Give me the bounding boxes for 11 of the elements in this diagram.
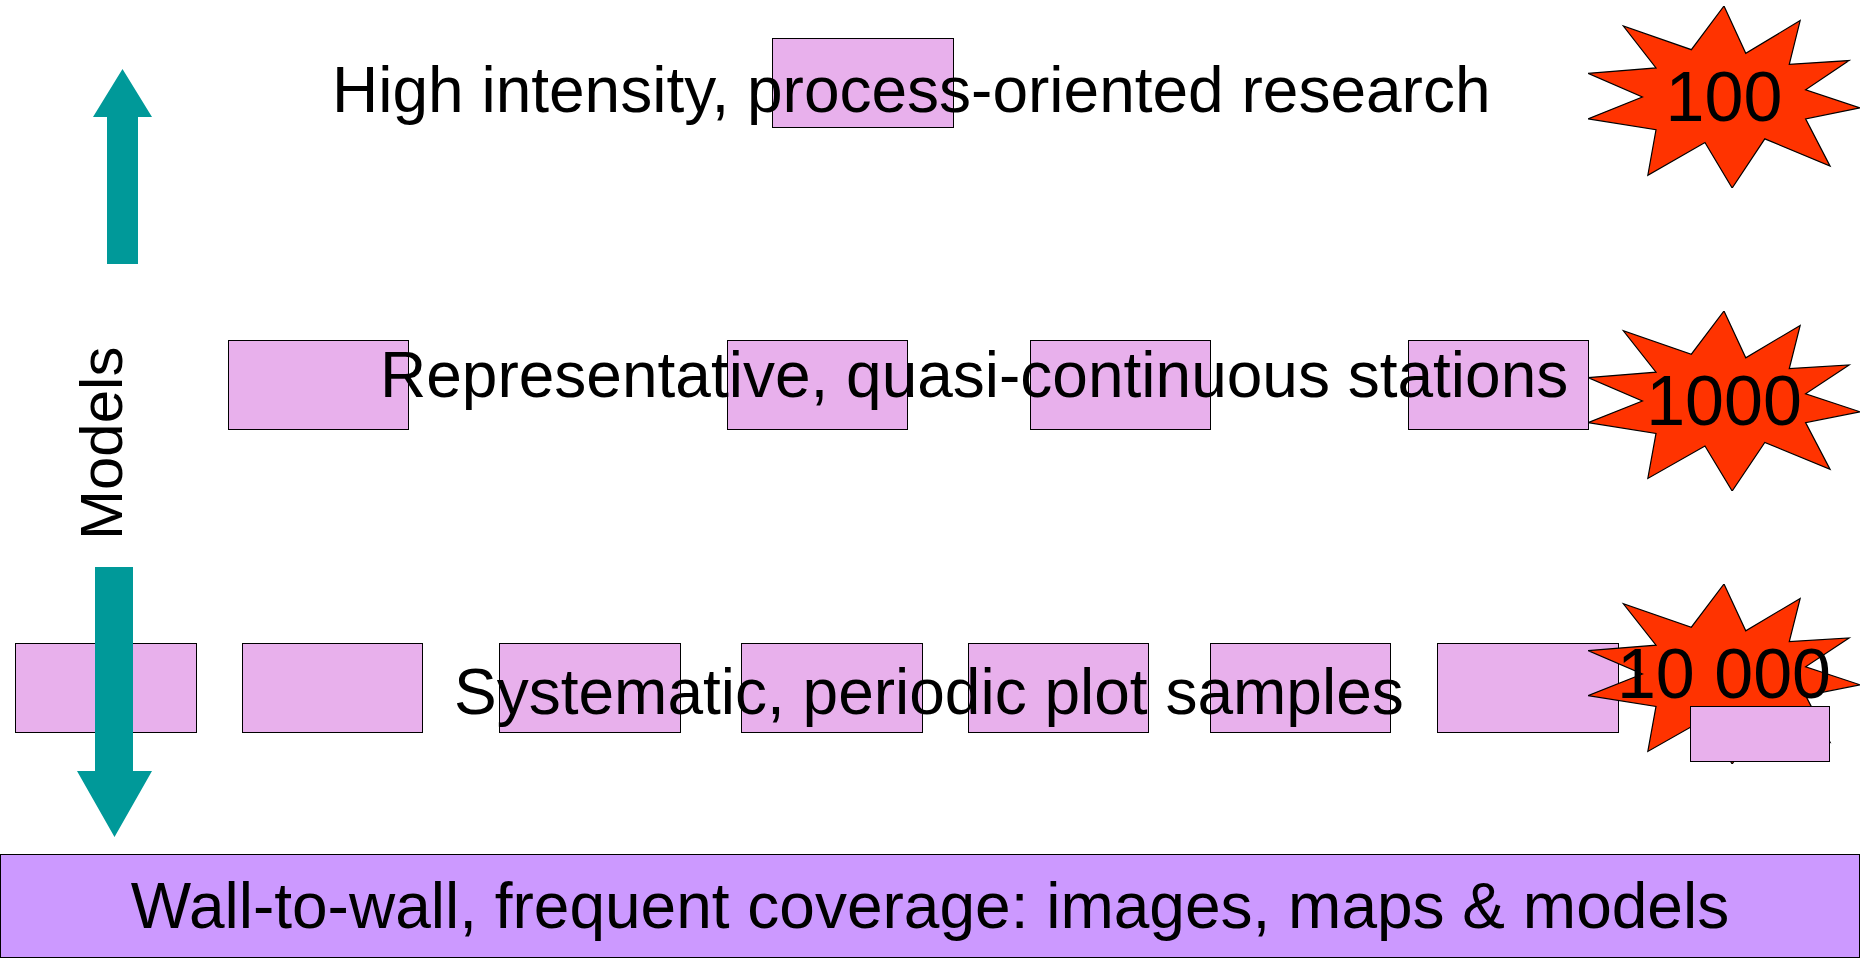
count-text: 1000 [1646, 366, 1802, 436]
starburst-badge [1588, 311, 1860, 491]
coverage-bar [0, 854, 1860, 958]
count-text: 10 000 [1616, 639, 1832, 709]
axis-label: Models [72, 346, 132, 540]
sample-box [1690, 706, 1830, 762]
count-text: 100 [1665, 62, 1783, 132]
starburst-badge [1588, 584, 1860, 764]
sample-box [242, 643, 423, 733]
starburst-badge [1588, 6, 1860, 188]
sample-box [1437, 643, 1619, 733]
